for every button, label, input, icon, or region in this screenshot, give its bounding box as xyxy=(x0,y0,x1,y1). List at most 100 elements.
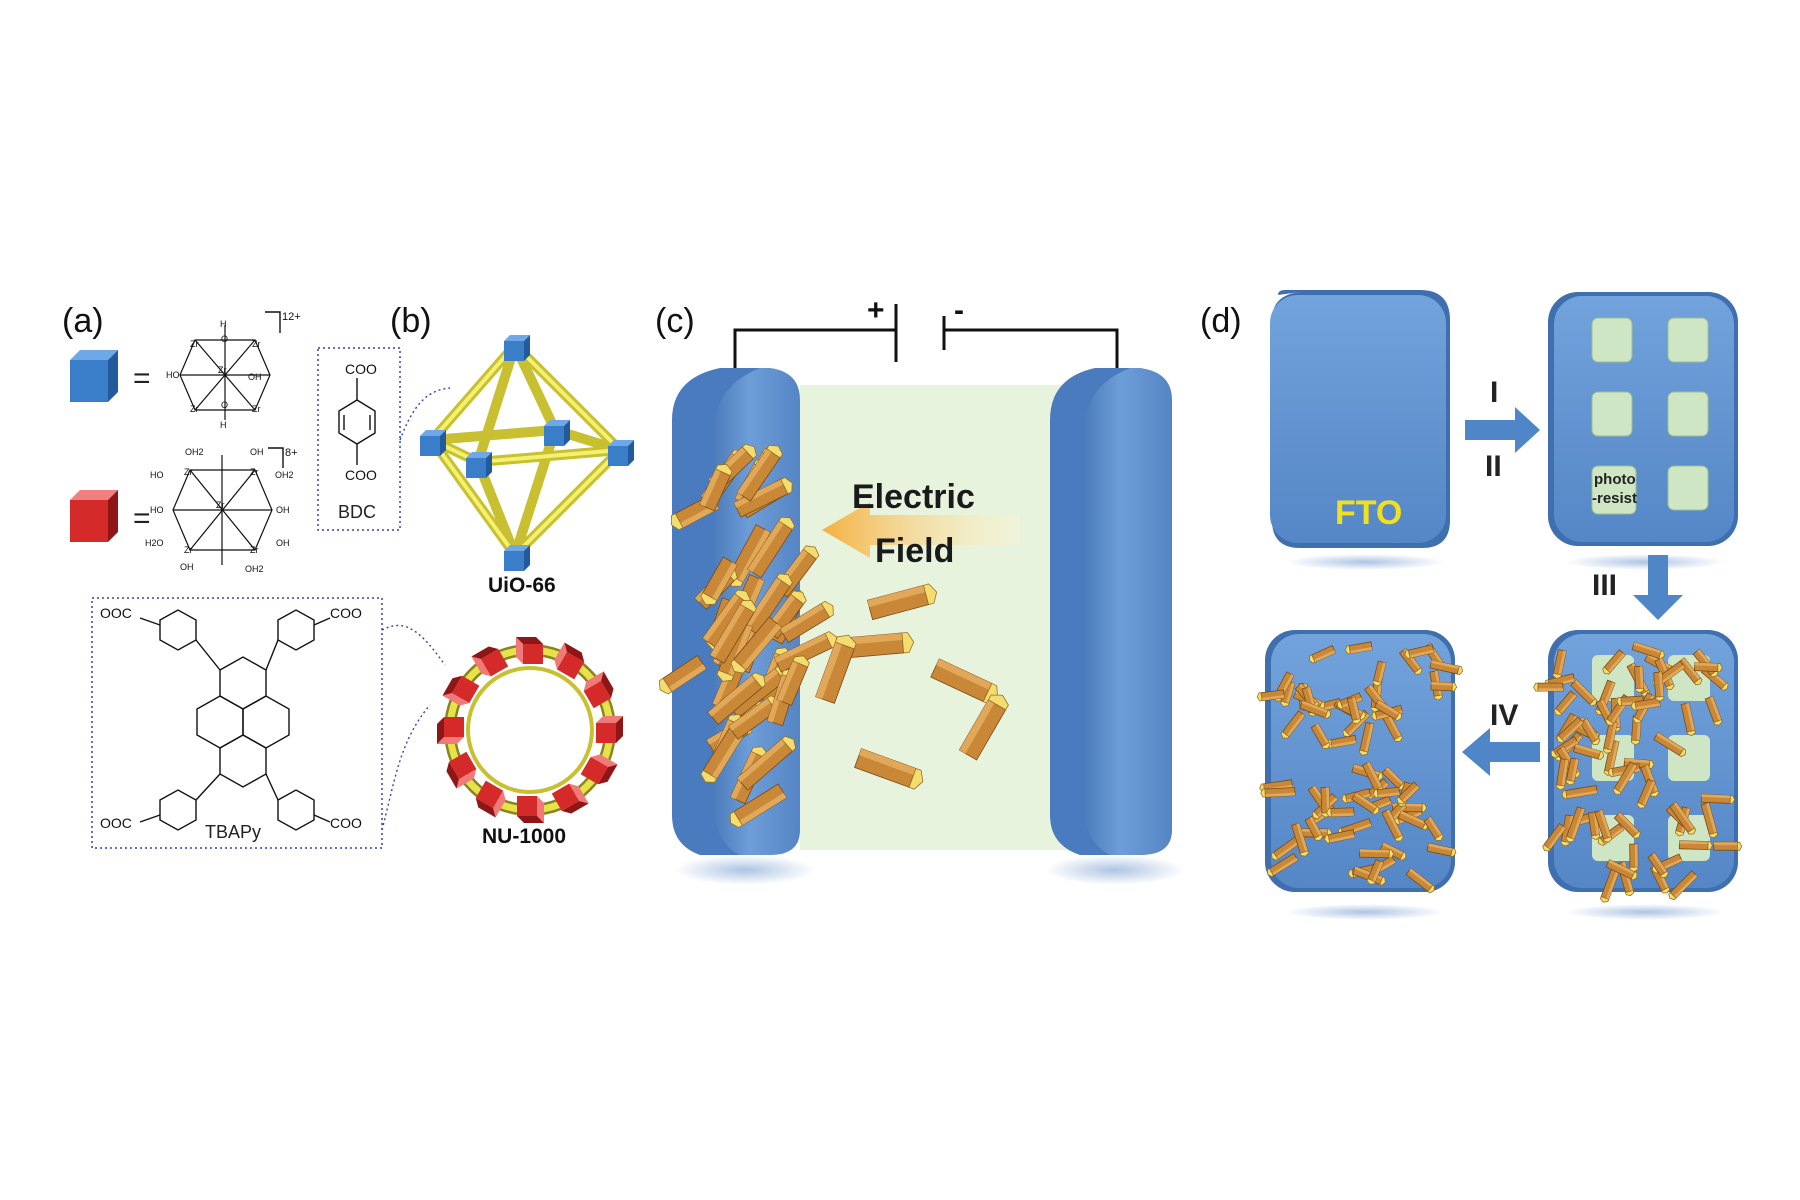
mof-crystal-rod xyxy=(1680,702,1696,737)
atom-ho: HO xyxy=(150,470,164,480)
atom-ho: HO xyxy=(166,370,180,380)
nu1000-label: NU-1000 xyxy=(482,825,566,848)
mof-crystal-rod xyxy=(1256,689,1286,702)
step-label-ii: II xyxy=(1485,450,1502,483)
mof-crystal-rod xyxy=(1372,786,1401,799)
mof-crystal-rod xyxy=(1326,734,1357,749)
nu1000-framework xyxy=(444,644,616,816)
mof-crystal-rod xyxy=(1700,793,1736,804)
mof-crystal-rod xyxy=(1677,657,1703,686)
atom-oh: OH xyxy=(248,372,262,382)
step-arrow-i-ii xyxy=(1465,407,1540,453)
tbapy-label: TBAPy xyxy=(205,822,261,842)
atom-zr: Zr xyxy=(218,365,227,375)
mof-crystal-rod xyxy=(1380,710,1403,742)
mof-crystal-rod xyxy=(1381,808,1404,842)
mof-crystal-rod xyxy=(700,556,738,605)
panel-label-a: (a) xyxy=(62,302,104,340)
nu1000-node xyxy=(596,716,623,743)
mof-crystal-rod xyxy=(1308,645,1337,664)
mof-crystal-rod xyxy=(1299,700,1331,720)
mof-crystal-rod xyxy=(1555,758,1570,791)
panel-c: (c) + - Electr xyxy=(655,294,1185,885)
mof-crystal-rod xyxy=(1346,696,1362,725)
mof-crystal-rod xyxy=(747,516,796,579)
atom-o: O xyxy=(221,334,228,344)
panel-d: (d) FTO I II photo xyxy=(1200,290,1743,920)
mof-crystal-rod xyxy=(1599,867,1620,903)
atom-zr: Zr xyxy=(184,545,193,555)
mof-crystal-rod xyxy=(1267,852,1299,878)
fto-substrate-tile xyxy=(1270,290,1450,570)
atom-h2o: H2O xyxy=(145,538,164,548)
panel-label-b: (b) xyxy=(390,302,432,340)
uio66-nodes xyxy=(420,335,634,571)
bdc-top-carboxylate: COO xyxy=(345,361,377,377)
mof-crystal-rod xyxy=(1612,761,1638,795)
nu1000-node xyxy=(580,754,618,785)
mof-crystal-rod xyxy=(1653,732,1686,758)
equals-sign-1: = xyxy=(133,362,151,395)
electrolyte-solution xyxy=(800,385,1085,850)
mof-crystal-rod xyxy=(658,655,707,695)
panel-a: (a) = Zr Zr H O HO OH Zr Zr Zr O H 12+ xyxy=(62,302,451,849)
fto-label: FTO xyxy=(1335,494,1402,532)
mof-crystal-rod xyxy=(930,658,998,705)
equals-sign-2: = xyxy=(133,502,151,535)
mof-crystal-rod xyxy=(1542,822,1567,852)
mof-crystal-rod xyxy=(1668,870,1699,901)
mof-crystal-rod xyxy=(1271,835,1302,861)
mof-crystal-rod xyxy=(1324,829,1356,844)
tbapy-structure xyxy=(139,609,331,831)
mof-crystal-rod xyxy=(1653,671,1665,702)
tbapy-carboxylate-tr: COO xyxy=(330,605,362,621)
panel-label-c: (c) xyxy=(655,302,695,340)
tbapy-carboxylate-tl: OOC xyxy=(100,605,132,621)
atom-zr: Zr xyxy=(190,339,199,349)
bdc-label: BDC xyxy=(338,502,376,522)
mof-crystal-rod xyxy=(1358,721,1375,756)
mof-crystal-rod xyxy=(1693,662,1723,673)
mof-crystal-rod xyxy=(1603,739,1620,776)
atom-oh: OH xyxy=(276,538,290,548)
step-label-iii: III xyxy=(1592,569,1617,602)
atom-oh2: OH2 xyxy=(245,564,264,574)
mof-crystal-rod xyxy=(1396,781,1420,805)
mof-crystal-rod xyxy=(1351,792,1380,815)
zr6-cluster-structure-2 xyxy=(172,455,273,565)
suspended-mof-crystals xyxy=(815,583,1009,790)
mof-crystal-rod xyxy=(733,477,793,518)
atom-h: H xyxy=(220,319,227,329)
atom-h: H xyxy=(220,420,227,430)
step-arrow-iv xyxy=(1462,728,1540,776)
mof-crystal-rod xyxy=(1405,867,1435,894)
mof-crystal-rod xyxy=(1397,810,1429,831)
atom-o: O xyxy=(221,400,228,410)
mof-crystal-rod xyxy=(1713,841,1743,851)
positive-terminal-label: + xyxy=(867,294,885,327)
mof-crystal-rod xyxy=(779,600,834,643)
nu1000-node xyxy=(583,671,614,709)
zr6-cluster-structure-1 xyxy=(179,325,271,420)
mof-crystal-rod xyxy=(1320,786,1331,818)
mof-crystal-rod xyxy=(1594,809,1613,843)
red-cluster-cube xyxy=(70,490,118,542)
atom-zr: Zr xyxy=(184,467,193,477)
mof-crystal-rod xyxy=(1602,649,1626,675)
mof-crystal-rod xyxy=(1634,665,1644,694)
mof-coated-photoresist-tile xyxy=(1533,630,1743,920)
mof-crystal-rod xyxy=(1280,710,1306,739)
photoresist-label-line2: -resist xyxy=(1592,490,1637,507)
mof-crystal-rod xyxy=(1678,840,1713,850)
mof-crystal-rod xyxy=(1429,659,1464,675)
charge-bracket-2 xyxy=(268,447,284,468)
mof-crystal-rod xyxy=(1260,787,1296,798)
mof-crystal-rod xyxy=(1556,716,1585,744)
mof-crystal-rod xyxy=(1359,848,1395,859)
tbapy-connector xyxy=(381,704,431,831)
mof-crystal-rod xyxy=(699,463,733,512)
right-electrode xyxy=(1045,368,1185,885)
atom-oh2: OH2 xyxy=(185,447,204,457)
mof-crystal-rod xyxy=(843,632,915,659)
mof-crystal-rod xyxy=(736,735,797,791)
